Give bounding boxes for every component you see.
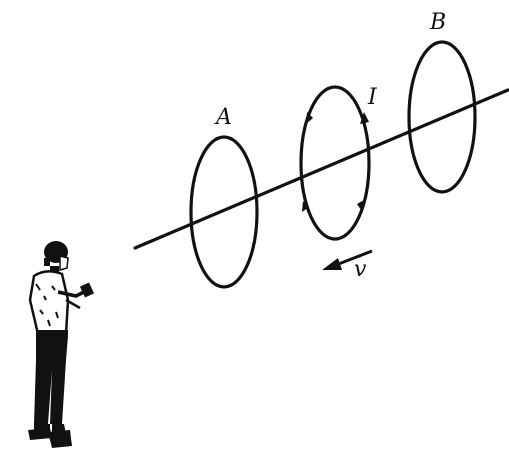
current-arrow-upper-left <box>306 112 313 124</box>
loop-current <box>299 85 371 241</box>
velocity-arrow-shaft <box>335 249 373 267</box>
observer-figure-icon <box>28 241 95 448</box>
current-arrow-lower-left <box>302 201 309 212</box>
label-current: I <box>367 85 378 110</box>
current-arrow-lower-right <box>357 200 364 210</box>
label-a: A <box>214 105 232 130</box>
loop-a <box>189 135 259 289</box>
velocity-arrowhead <box>322 258 342 270</box>
label-b: B <box>429 10 446 35</box>
axis-line <box>133 88 509 250</box>
loop-b <box>407 40 477 194</box>
label-velocity: v <box>354 257 367 282</box>
current-arrow-upper-right <box>360 112 369 124</box>
